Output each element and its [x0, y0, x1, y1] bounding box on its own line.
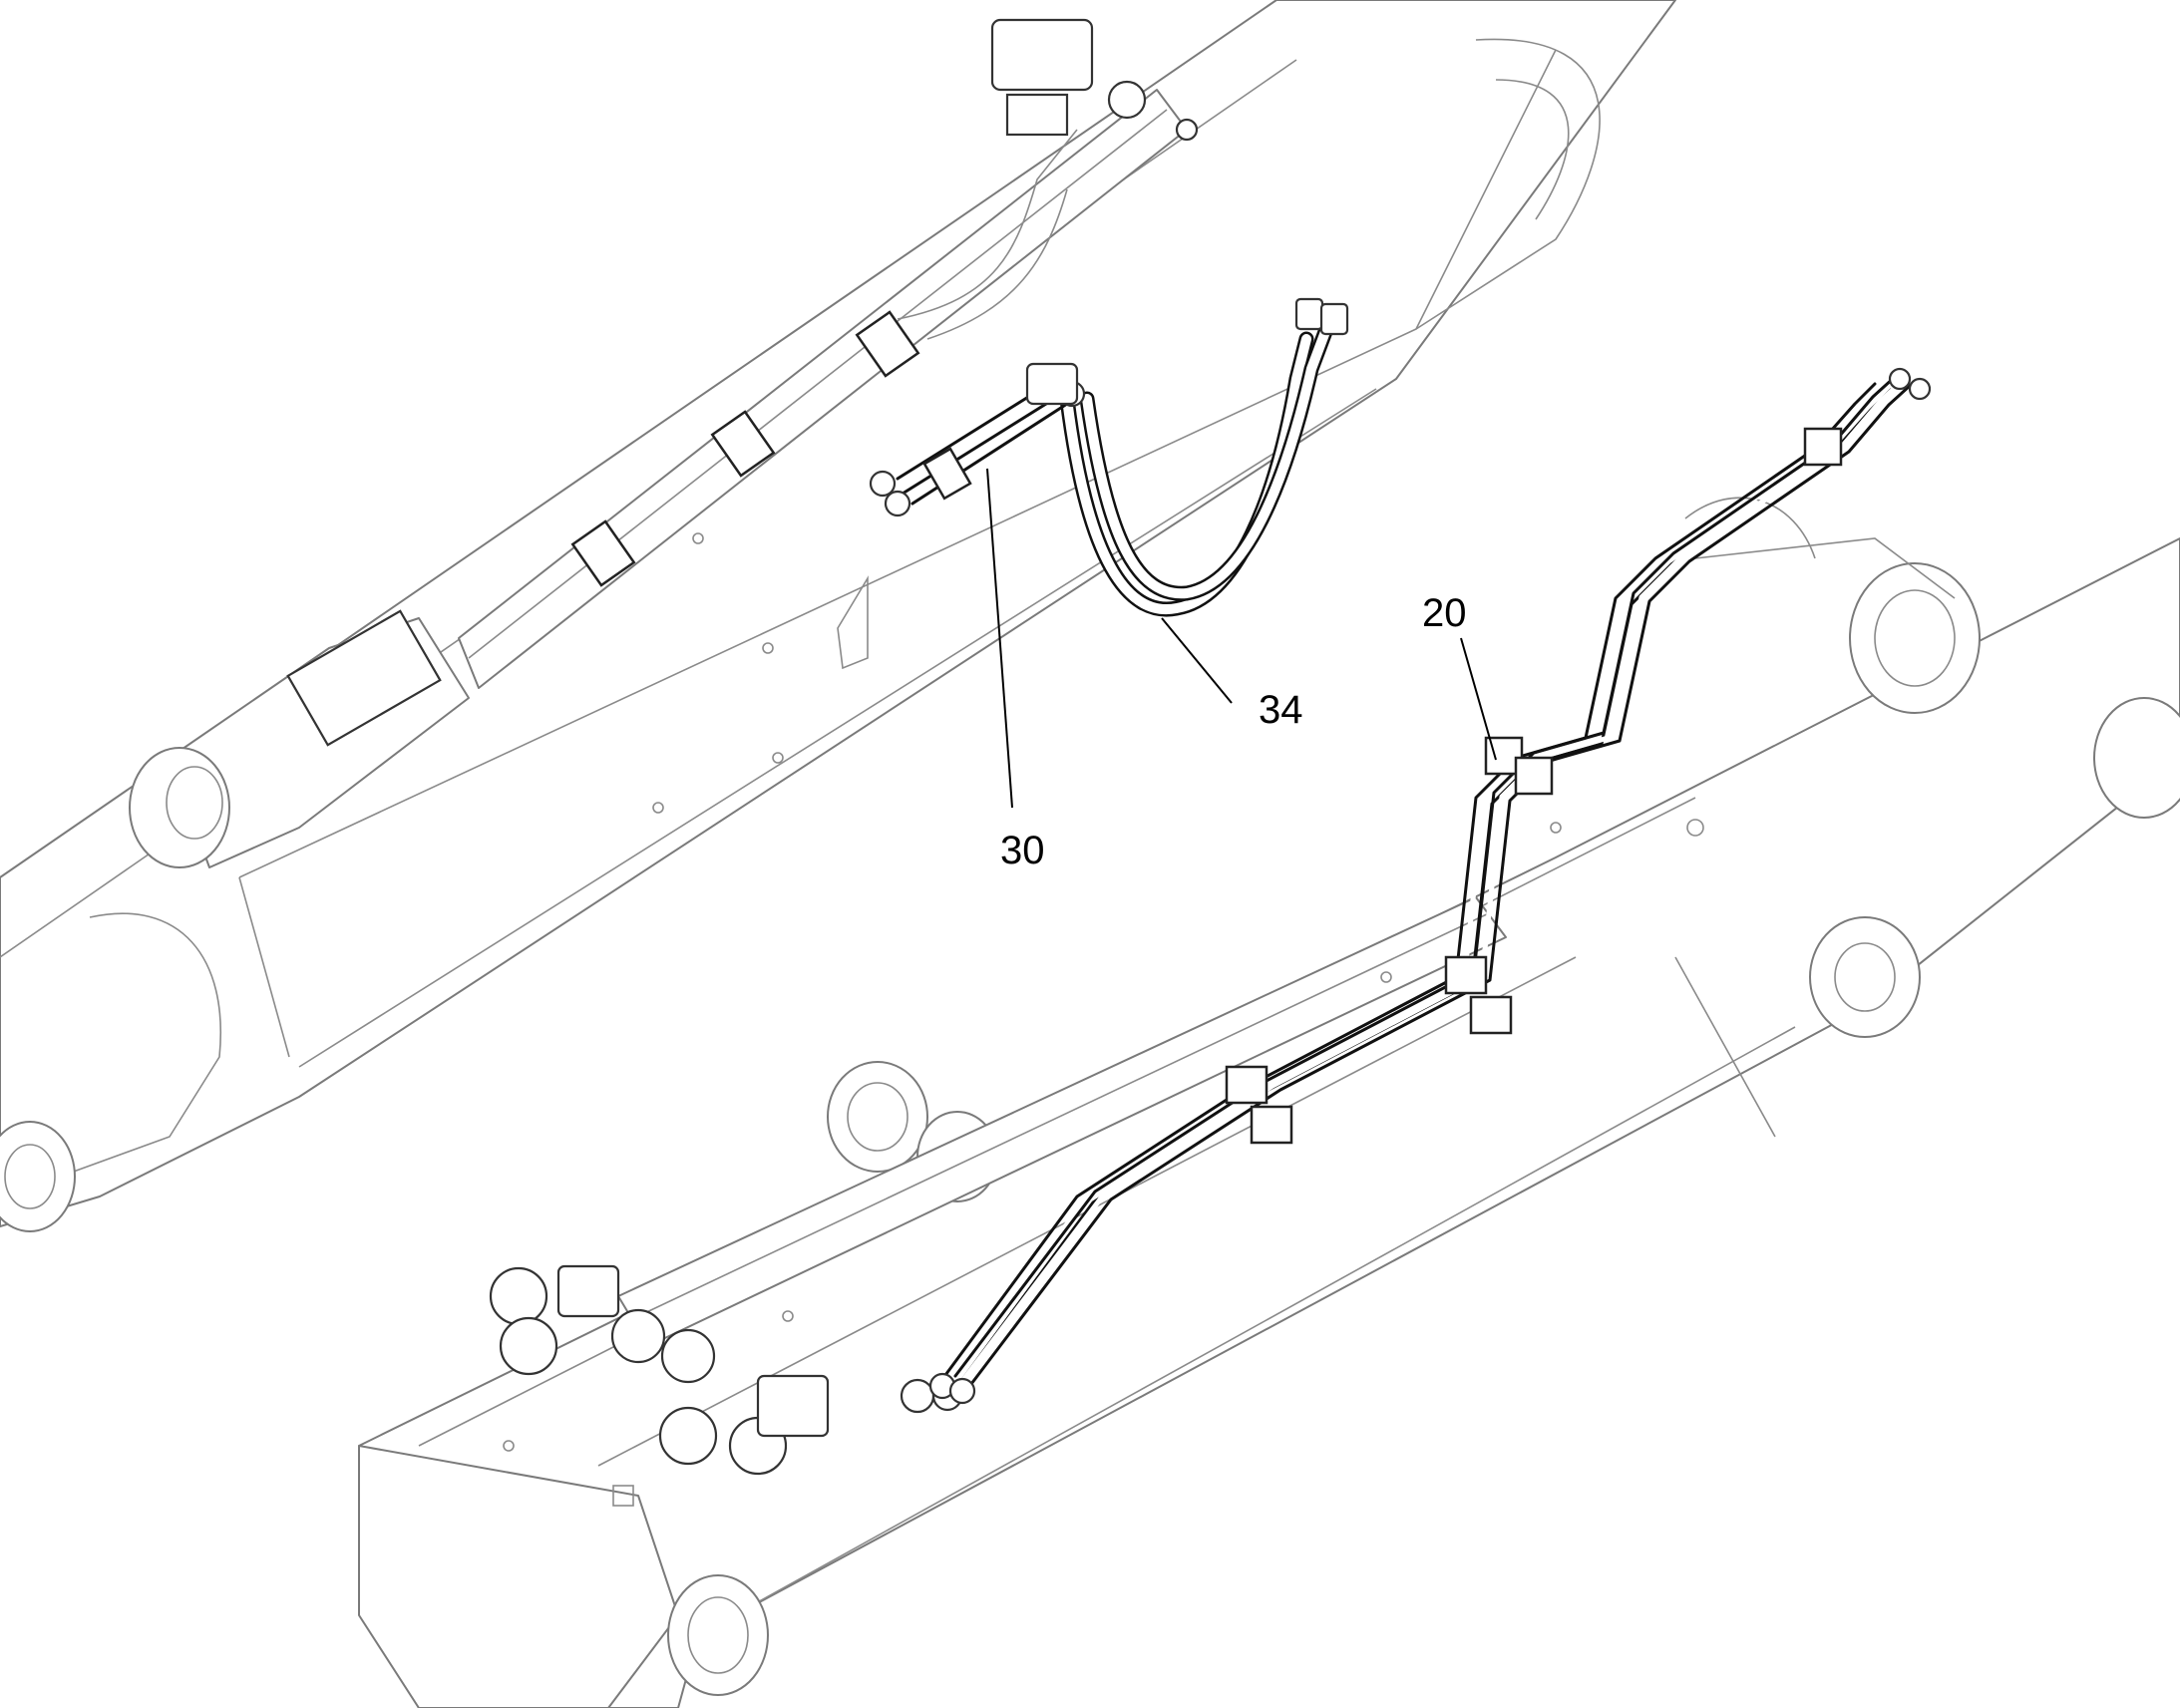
callout-20: 20	[1422, 591, 1467, 635]
bottom-valve-blocks	[489, 1264, 963, 1476]
arm-cylinder	[129, 18, 1199, 868]
hose-34	[1059, 297, 1349, 617]
pipe-20	[928, 367, 1932, 1405]
callout-30: 30	[1000, 829, 1045, 872]
pipe-30	[869, 362, 1086, 517]
upper-arm	[0, 0, 1676, 1232]
callout-34: 34	[1259, 688, 1303, 732]
leader-lines	[986, 468, 1497, 809]
